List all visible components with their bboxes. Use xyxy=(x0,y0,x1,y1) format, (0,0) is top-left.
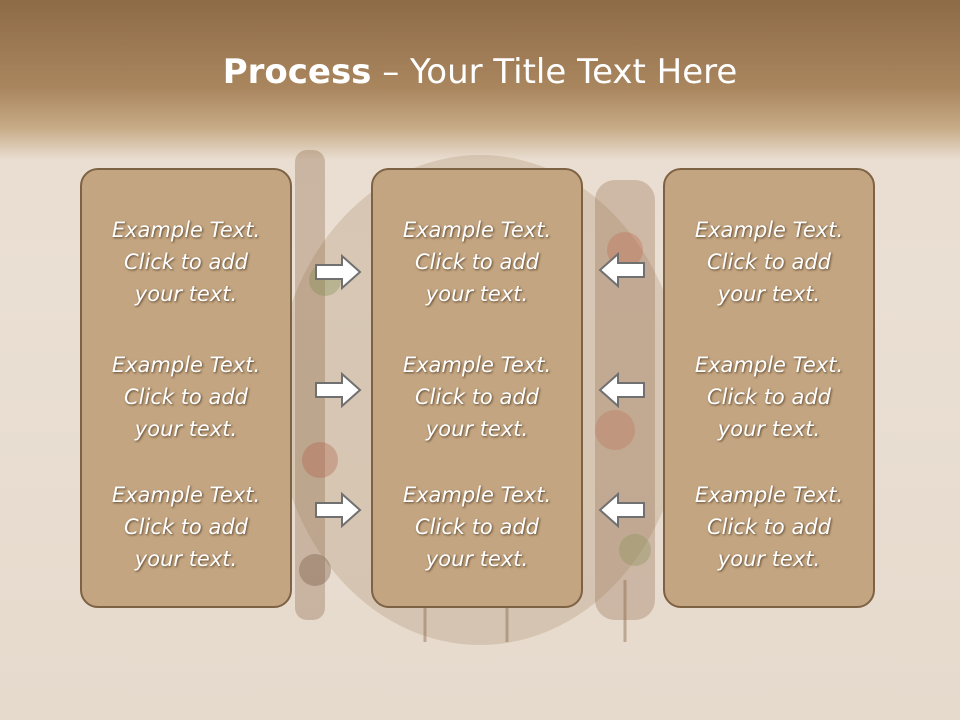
process-panel-1: Example Text. Click to add your text. Ex… xyxy=(80,168,292,608)
text-line: Click to add xyxy=(123,515,248,539)
text-line: your text. xyxy=(134,417,238,441)
panel-2-text-2[interactable]: Example Text. Click to add your text. xyxy=(373,349,581,445)
left-arrow-icon[interactable] xyxy=(598,250,646,290)
text-line: Click to add xyxy=(706,515,831,539)
right-arrow-icon[interactable] xyxy=(314,252,362,292)
text-line: Click to add xyxy=(414,250,539,274)
text-line: Example Text. xyxy=(694,483,844,507)
text-line: Example Text. xyxy=(402,218,552,242)
text-line: your text. xyxy=(425,417,529,441)
text-line: Example Text. xyxy=(402,353,552,377)
text-line: Click to add xyxy=(123,250,248,274)
panel-1-text-3[interactable]: Example Text. Click to add your text. xyxy=(82,479,290,575)
text-line: your text. xyxy=(717,282,821,306)
title-bold: Process xyxy=(222,52,372,92)
panel-3-text-2[interactable]: Example Text. Click to add your text. xyxy=(665,349,873,445)
text-line: Click to add xyxy=(123,385,248,409)
text-line: your text. xyxy=(134,547,238,571)
slide-title[interactable]: Process – Your Title Text Here xyxy=(0,52,960,92)
right-arrow-icon[interactable] xyxy=(314,370,362,410)
left-arrow-icon[interactable] xyxy=(598,490,646,530)
text-line: your text. xyxy=(717,547,821,571)
panel-3-text-3[interactable]: Example Text. Click to add your text. xyxy=(665,479,873,575)
text-line: Example Text. xyxy=(111,218,261,242)
title-rest: – Your Title Text Here xyxy=(371,52,738,92)
text-line: your text. xyxy=(425,547,529,571)
text-line: your text. xyxy=(134,282,238,306)
text-line: Example Text. xyxy=(694,353,844,377)
text-line: Example Text. xyxy=(111,353,261,377)
title-band xyxy=(0,0,960,160)
text-line: Click to add xyxy=(706,385,831,409)
process-panel-2: Example Text. Click to add your text. Ex… xyxy=(371,168,583,608)
left-arrow-icon[interactable] xyxy=(598,370,646,410)
text-line: Example Text. xyxy=(694,218,844,242)
text-line: Click to add xyxy=(414,385,539,409)
text-line: Example Text. xyxy=(402,483,552,507)
panel-1-text-2[interactable]: Example Text. Click to add your text. xyxy=(82,349,290,445)
panel-2-text-1[interactable]: Example Text. Click to add your text. xyxy=(373,214,581,310)
panel-2-text-3[interactable]: Example Text. Click to add your text. xyxy=(373,479,581,575)
text-line: Click to add xyxy=(706,250,831,274)
text-line: your text. xyxy=(717,417,821,441)
process-panel-3: Example Text. Click to add your text. Ex… xyxy=(663,168,875,608)
text-line: your text. xyxy=(425,282,529,306)
text-line: Click to add xyxy=(414,515,539,539)
panel-1-text-1[interactable]: Example Text. Click to add your text. xyxy=(82,214,290,310)
panel-3-text-1[interactable]: Example Text. Click to add your text. xyxy=(665,214,873,310)
right-arrow-icon[interactable] xyxy=(314,490,362,530)
text-line: Example Text. xyxy=(111,483,261,507)
